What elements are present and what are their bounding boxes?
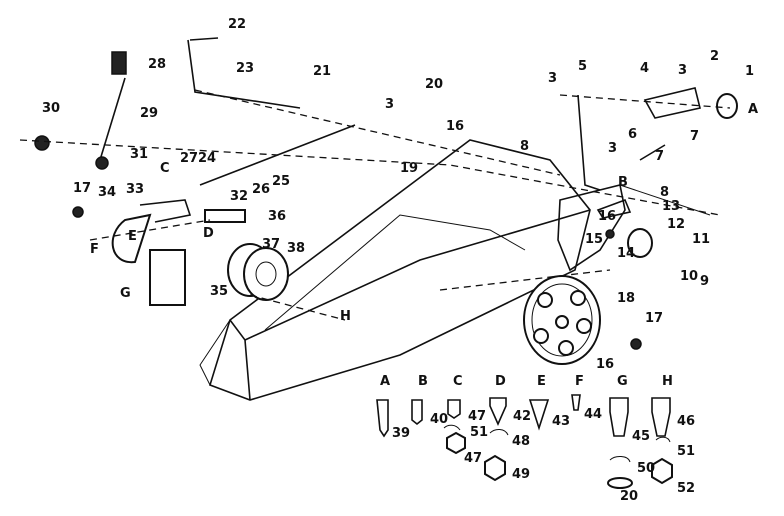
- hardware-number-7: 49: [512, 467, 530, 482]
- reference-letter-15: H: [662, 374, 673, 389]
- hardware-number-2: 47: [468, 409, 486, 424]
- reference-letter-0: A: [748, 102, 758, 117]
- callout-label-37: 30: [42, 101, 60, 116]
- callout-label-10: 7: [655, 149, 664, 164]
- hardware-number-0: 39: [392, 426, 410, 441]
- callout-label-36: 29: [140, 106, 158, 121]
- callout-label-40: 33: [126, 182, 144, 197]
- reference-letter-2: C: [160, 161, 170, 176]
- reference-letter-13: F: [575, 374, 584, 389]
- callout-label-31: 24: [198, 151, 216, 166]
- hardware-number-5: 42: [513, 409, 531, 424]
- reference-letter-8: A: [380, 374, 390, 389]
- reference-letter-1: B: [618, 175, 628, 190]
- callout-label-42: 35: [210, 284, 228, 299]
- callout-label-34: 27: [180, 151, 198, 166]
- callout-label-8: 6: [628, 127, 637, 142]
- callout-label-5: 3: [608, 141, 617, 156]
- callout-label-13: 9: [700, 274, 709, 289]
- callout-label-33: 26: [252, 182, 270, 197]
- hardware-number-9: 44: [584, 407, 602, 422]
- brake-band: [111, 199, 246, 306]
- callout-label-25: 18: [617, 291, 635, 306]
- reference-letter-3: D: [203, 226, 214, 241]
- hardware-number-12: 20: [620, 489, 638, 504]
- hardware-number-15: 52: [677, 481, 695, 496]
- reference-letter-7: H: [340, 309, 351, 324]
- callout-label-21: 16: [596, 357, 614, 372]
- callout-label-20: 16: [598, 209, 616, 224]
- callout-label-41: 34: [98, 185, 116, 200]
- callout-label-2: 3: [548, 71, 557, 86]
- reference-letter-5: F: [90, 242, 99, 257]
- hardware-number-4: 47: [464, 451, 482, 466]
- hardware-number-3: 51: [470, 425, 488, 440]
- hardware-number-13: 46: [677, 414, 695, 429]
- hardware-number-10: 45: [632, 429, 650, 444]
- leader-lines: [19, 89, 731, 321]
- reference-letter-10: C: [453, 374, 463, 389]
- side-bracket: [557, 184, 711, 272]
- callout-label-6: 4: [640, 61, 649, 76]
- pulley: [227, 243, 289, 301]
- main-housing: [199, 139, 591, 401]
- callout-label-18: 14: [617, 246, 635, 261]
- hardware-number-8: 43: [552, 414, 570, 429]
- callout-label-29: 22: [228, 17, 246, 32]
- callout-label-11: 8: [520, 139, 529, 154]
- hardware-number-6: 48: [512, 434, 530, 449]
- callout-label-7: 5: [578, 59, 587, 74]
- hardware-key-row: [376, 394, 673, 489]
- callout-label-0: 1: [745, 64, 754, 79]
- reference-letter-11: D: [495, 374, 506, 389]
- callout-label-16: 12: [667, 217, 685, 232]
- callout-label-19: 15: [585, 232, 603, 247]
- callout-label-23: 17: [73, 181, 91, 196]
- callout-label-24: 17: [645, 311, 663, 326]
- reference-letter-6: G: [120, 286, 131, 301]
- callout-label-4: 3: [385, 97, 394, 112]
- callout-label-12: 8: [660, 185, 669, 200]
- small-parts: [34, 51, 738, 350]
- callout-label-35: 28: [148, 57, 166, 72]
- reference-letter-14: G: [617, 374, 628, 389]
- hardware-number-1: 40: [430, 412, 448, 427]
- callout-label-3: 3: [678, 63, 687, 78]
- reference-letter-12: E: [537, 374, 546, 389]
- reference-letters: A B C D E F G H A B C D E F G H: [90, 102, 758, 389]
- reference-letter-9: B: [418, 374, 428, 389]
- drive-wheel: [523, 275, 601, 365]
- callout-label-28: 21: [313, 64, 331, 79]
- callout-label-39: 32: [230, 189, 248, 204]
- callout-label-38: 31: [130, 147, 148, 162]
- hardware-number-11: 50: [637, 461, 655, 476]
- callout-label-1: 2: [710, 49, 719, 64]
- hardware-number-14: 51: [677, 444, 695, 459]
- callout-label-43: 36: [268, 209, 286, 224]
- callout-label-27: 20: [425, 77, 443, 92]
- callout-label-30: 23: [236, 61, 254, 76]
- callout-label-44: 37: [262, 237, 280, 252]
- callout-label-45: 38: [287, 241, 305, 256]
- callout-label-32: 25: [272, 174, 290, 189]
- callout-label-22: 16: [446, 119, 464, 134]
- callout-label-14: 10: [680, 269, 698, 284]
- callout-label-9: 7: [690, 129, 699, 144]
- callout-label-17: 13: [662, 199, 680, 214]
- callout-label-15: 11: [692, 232, 710, 247]
- reference-letter-4: E: [128, 229, 137, 244]
- callout-label-26: 19: [400, 161, 418, 176]
